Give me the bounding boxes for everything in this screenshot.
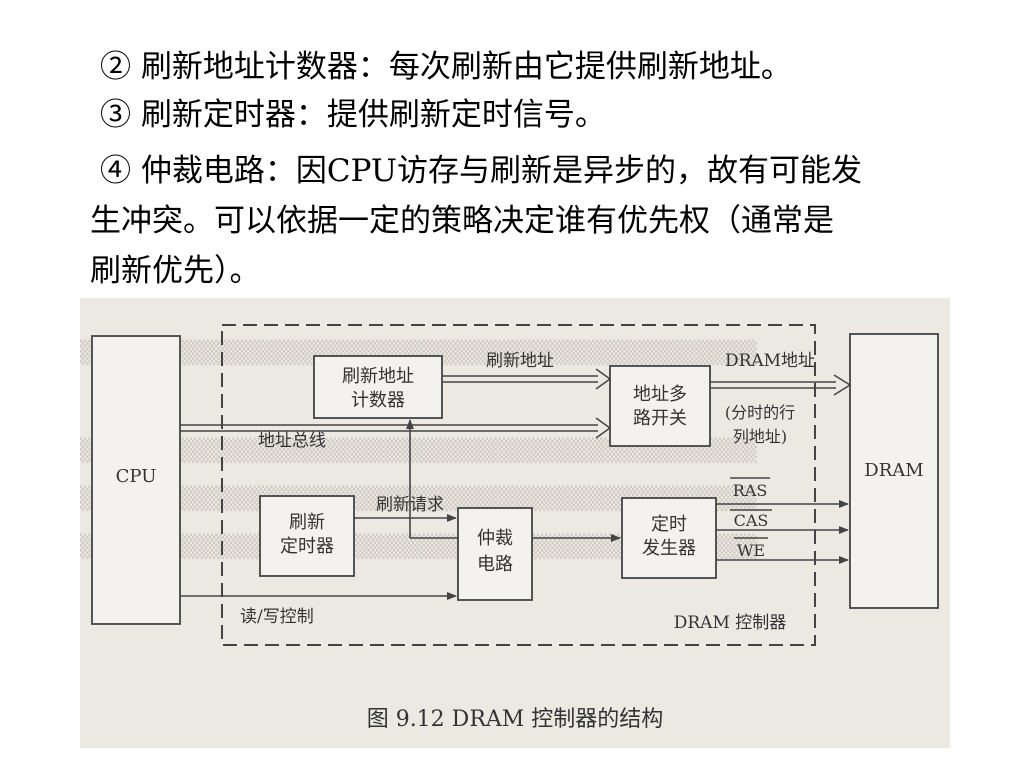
dram-address-arrowhead <box>833 374 852 396</box>
refresh-address-arrowhead <box>595 368 612 390</box>
refresh-address-label: 刷新地址 <box>486 351 554 371</box>
timing-label-1: 定时 <box>651 514 687 535</box>
rw-control-label: 读/写控制 <box>240 607 314 627</box>
split-address-label-2: 列地址) <box>733 427 787 446</box>
arbiter-label-1: 仲裁 <box>477 528 513 549</box>
cas-label: CAS <box>734 511 769 530</box>
cpu-label: CPU <box>116 466 157 487</box>
refresh-timer-label-1: 刷新 <box>289 512 325 533</box>
split-address-label-1: (分时的行 <box>725 403 795 422</box>
text-line-arbiter: ④ 仲裁电路：因CPU访存与刷新是异步的，故有可能发 <box>100 153 863 189</box>
we-label: WE <box>737 541 765 560</box>
arbiter-label-2: 电路 <box>477 554 513 575</box>
dram-controller-figure: ▒▒▒▒▒▒▒▒▒▒▒▒▒▒▒▒▒▒▒▒▒▒▒▒▒▒▒▒▒▒▒▒▒▒▒▒▒▒▒▒… <box>80 298 950 748</box>
dram-block <box>849 333 939 609</box>
ras-label: RAS <box>733 481 768 500</box>
address-mux-block <box>609 365 711 447</box>
dram-controller-boundary <box>221 324 816 646</box>
refresh-counter-label-2: 计数器 <box>351 390 405 411</box>
refresh-counter-label-1: 刷新地址 <box>342 366 414 387</box>
text-line-refresh-timer: ③ 刷新定时器：提供刷新定时信号。 <box>100 97 606 133</box>
timing-generator-block <box>621 497 717 579</box>
refresh-timer-label-2: 定时器 <box>280 536 334 557</box>
text-line-arbiter-cont: 生冲突。可以依据一定的策略决定谁有优先权（通常是 <box>90 203 834 239</box>
refresh-address-counter-block <box>313 355 443 419</box>
text-line-refresh-counter: ② 刷新地址计数器：每次刷新由它提供刷新地址。 <box>100 49 792 85</box>
figure-caption: 图 9.12 DRAM 控制器的结构 <box>367 707 664 732</box>
dram-label: DRAM <box>864 460 923 481</box>
address-bus-arrowhead <box>595 417 612 439</box>
text-line-arbiter-end: 刷新优先）。 <box>90 253 261 289</box>
refresh-timer-block <box>259 495 355 577</box>
arbiter-block <box>457 507 533 601</box>
cpu-block <box>91 335 181 625</box>
mux-label-2: 路开关 <box>633 408 687 429</box>
mux-label-1: 地址多 <box>633 384 687 405</box>
dram-controller-diagram: ▒▒▒▒▒▒▒▒▒▒▒▒▒▒▒▒▒▒▒▒▒▒▒▒▒▒▒▒▒▒▒▒▒▒▒▒▒▒▒▒… <box>80 324 939 732</box>
address-bus-label: 地址总线 <box>258 431 326 451</box>
dram-address-label: DRAM地址 <box>725 351 815 371</box>
dram-controller-label: DRAM 控制器 <box>674 613 787 633</box>
timing-label-2: 发生器 <box>642 538 696 559</box>
